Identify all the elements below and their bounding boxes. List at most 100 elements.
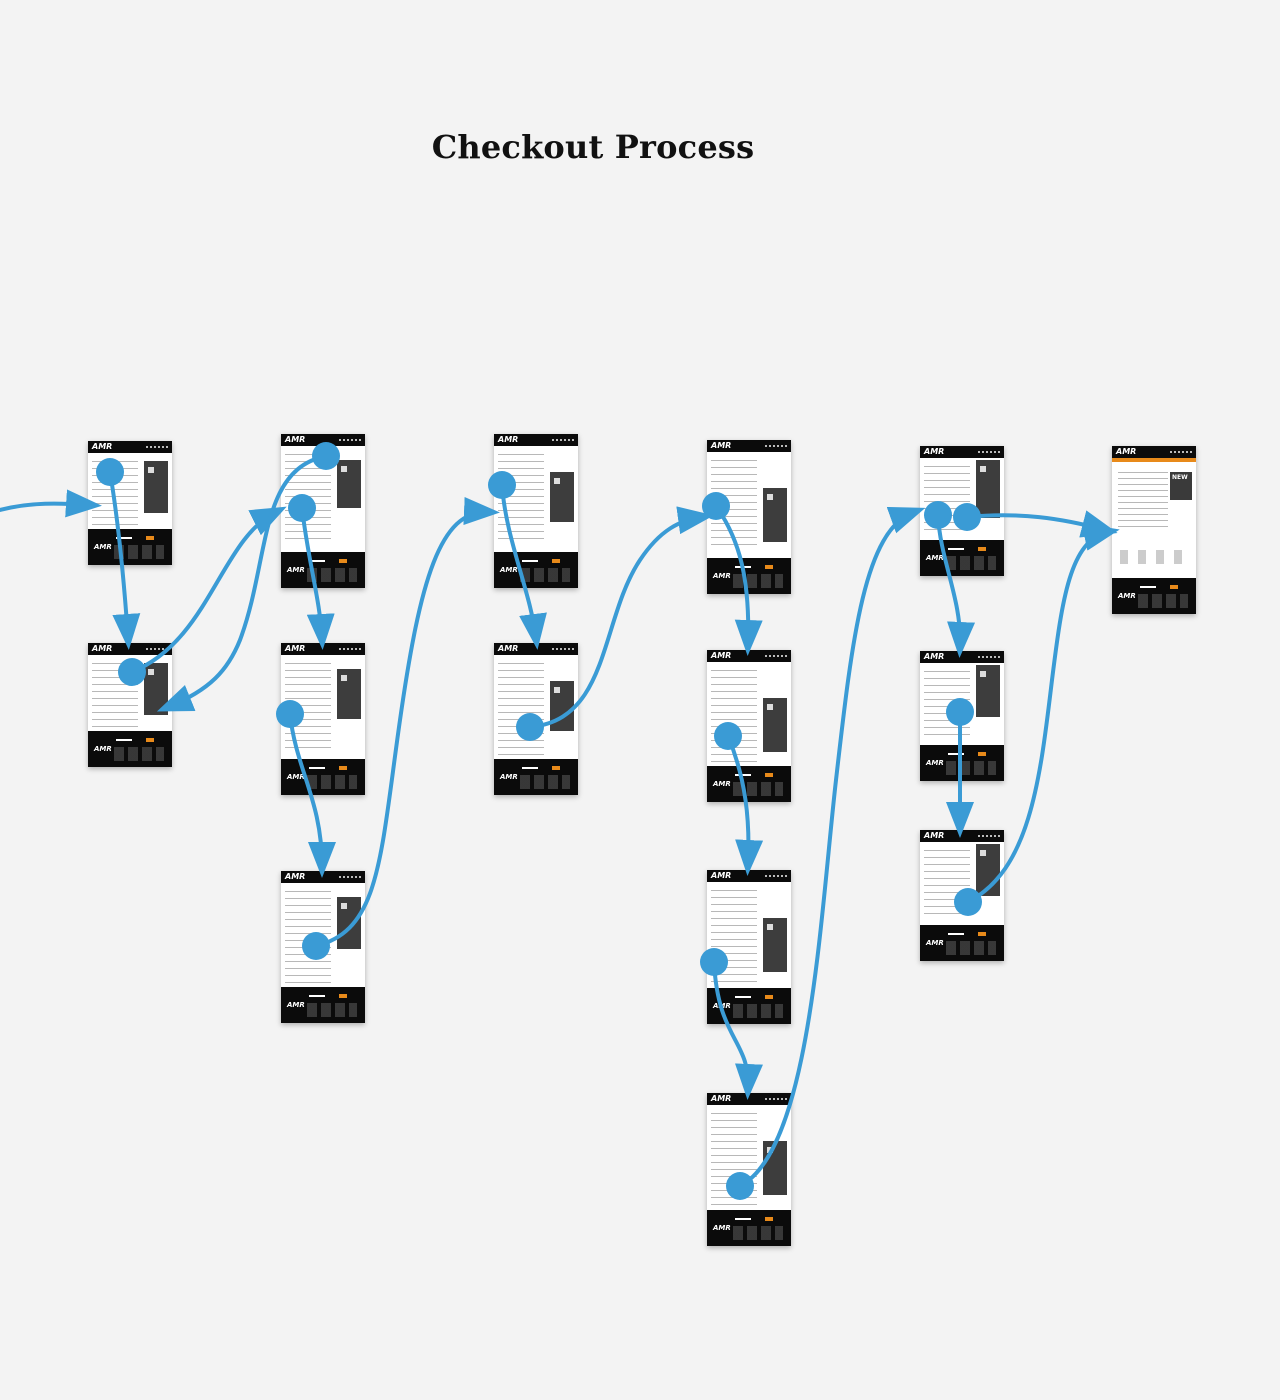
frame-footer: AMR xyxy=(1112,578,1196,614)
connector-9-10 xyxy=(726,734,764,876)
frame-footer: AMR xyxy=(920,925,1004,961)
footer-logo: AMR xyxy=(500,566,518,574)
confirmation-content xyxy=(1118,472,1168,532)
frame-footer: AMR xyxy=(707,1210,791,1246)
connector-7-8 xyxy=(528,506,714,729)
connector-12-13 xyxy=(936,513,976,658)
footer-logo: AMR xyxy=(926,759,944,767)
screen-frame-15[interactable]: AMR AMR xyxy=(1112,446,1196,614)
footer-logo: AMR xyxy=(713,572,731,580)
footer-logo: AMR xyxy=(713,1224,731,1232)
connector-5-6 xyxy=(314,497,500,948)
connector-4-5 xyxy=(288,712,336,878)
connector-8-9 xyxy=(714,504,763,656)
nav-icons xyxy=(552,439,574,443)
frame-footer: AMR xyxy=(281,552,365,588)
frame-header: AMR xyxy=(88,441,172,453)
connector-start-dot xyxy=(312,442,340,470)
frame-header: AMR xyxy=(707,650,791,662)
order-summary-panel xyxy=(144,461,168,513)
nav-icons xyxy=(339,876,361,880)
connector-start-dot xyxy=(516,713,544,741)
nav-icons xyxy=(765,655,787,659)
frame-header: AMR xyxy=(1112,446,1196,458)
screen-frame-14[interactable]: AMR AMR xyxy=(920,830,1004,961)
connector-start-dot xyxy=(954,888,982,916)
connector-start-dot xyxy=(953,503,981,531)
connector-start-dot xyxy=(924,501,952,529)
footer-logo: AMR xyxy=(94,543,112,551)
promo-banner xyxy=(1170,472,1192,500)
order-summary-panel xyxy=(337,897,361,949)
order-summary-panel xyxy=(763,1141,787,1195)
form-content xyxy=(498,663,544,755)
brand-logo: AMR xyxy=(924,447,945,456)
frame-header: AMR xyxy=(707,870,791,882)
order-summary-panel xyxy=(976,460,1000,518)
frame-footer: AMR xyxy=(88,529,172,565)
form-content xyxy=(498,454,544,544)
nav-icons xyxy=(978,835,1000,839)
order-summary-panel xyxy=(976,665,1000,717)
frame-footer: AMR xyxy=(281,759,365,795)
connector-start-dot xyxy=(702,492,730,520)
brand-logo: AMR xyxy=(711,871,732,880)
footer-logo: AMR xyxy=(287,1001,305,1009)
frame-footer: AMR xyxy=(281,987,365,1023)
footer-logo: AMR xyxy=(94,745,112,753)
screen-frame-11[interactable]: AMR AMR xyxy=(707,1093,791,1246)
nav-icons xyxy=(765,875,787,879)
order-summary-panel xyxy=(763,488,787,542)
brand-logo: AMR xyxy=(711,441,732,450)
frame-footer: AMR xyxy=(88,731,172,767)
footer-logo: AMR xyxy=(287,566,305,574)
nav-icons xyxy=(339,648,361,652)
footer-logo: AMR xyxy=(926,939,944,947)
frame-header: AMR xyxy=(494,434,578,446)
footer-logo: AMR xyxy=(926,554,944,562)
frame-footer: AMR xyxy=(920,540,1004,576)
diagram-title: Checkout Process xyxy=(431,128,755,166)
brand-logo: AMR xyxy=(1116,447,1137,456)
connector-start-dot xyxy=(700,948,728,976)
connector-11-12 xyxy=(738,507,926,1188)
brand-logo: AMR xyxy=(285,435,306,444)
connector-3-4 xyxy=(300,506,335,650)
connector-1-2 xyxy=(108,470,141,650)
brand-logo: AMR xyxy=(924,652,945,661)
footer-logo: AMR xyxy=(287,773,305,781)
connector-start-dot xyxy=(946,698,974,726)
order-summary-panel xyxy=(550,472,574,522)
connector-2-3 xyxy=(130,506,287,674)
footer-logo: AMR xyxy=(713,780,731,788)
connector-3-2 xyxy=(156,454,328,712)
frame-header: AMR xyxy=(707,440,791,452)
order-summary-panel xyxy=(763,698,787,752)
promo-bar xyxy=(1112,458,1196,462)
nav-icons xyxy=(552,648,574,652)
brand-logo: AMR xyxy=(498,644,519,653)
connector-12-15 xyxy=(965,510,1118,538)
connector-start-dot xyxy=(302,932,330,960)
screen-frame-6[interactable]: AMR AMR xyxy=(494,434,578,588)
nav-icons xyxy=(146,446,168,450)
frame-footer: AMR xyxy=(494,759,578,795)
brand-logo: AMR xyxy=(498,435,519,444)
connector-6-7 xyxy=(500,483,547,650)
frame-header: AMR xyxy=(920,446,1004,458)
brand-logo: AMR xyxy=(711,1094,732,1103)
connector-start-dot xyxy=(488,471,516,499)
order-summary-panel xyxy=(337,669,361,719)
connector-start-dot xyxy=(726,1172,754,1200)
brand-logo: AMR xyxy=(711,651,732,660)
connector-start-dot xyxy=(276,700,304,728)
connector-start-dot xyxy=(288,494,316,522)
frame-header: AMR xyxy=(281,434,365,446)
footer-logo: AMR xyxy=(1118,592,1136,600)
connector-start-dot xyxy=(714,722,742,750)
nav-icons xyxy=(339,439,361,443)
connector-14-15 xyxy=(966,523,1120,904)
connector-10-11 xyxy=(712,960,763,1100)
brand-logo: AMR xyxy=(285,644,306,653)
